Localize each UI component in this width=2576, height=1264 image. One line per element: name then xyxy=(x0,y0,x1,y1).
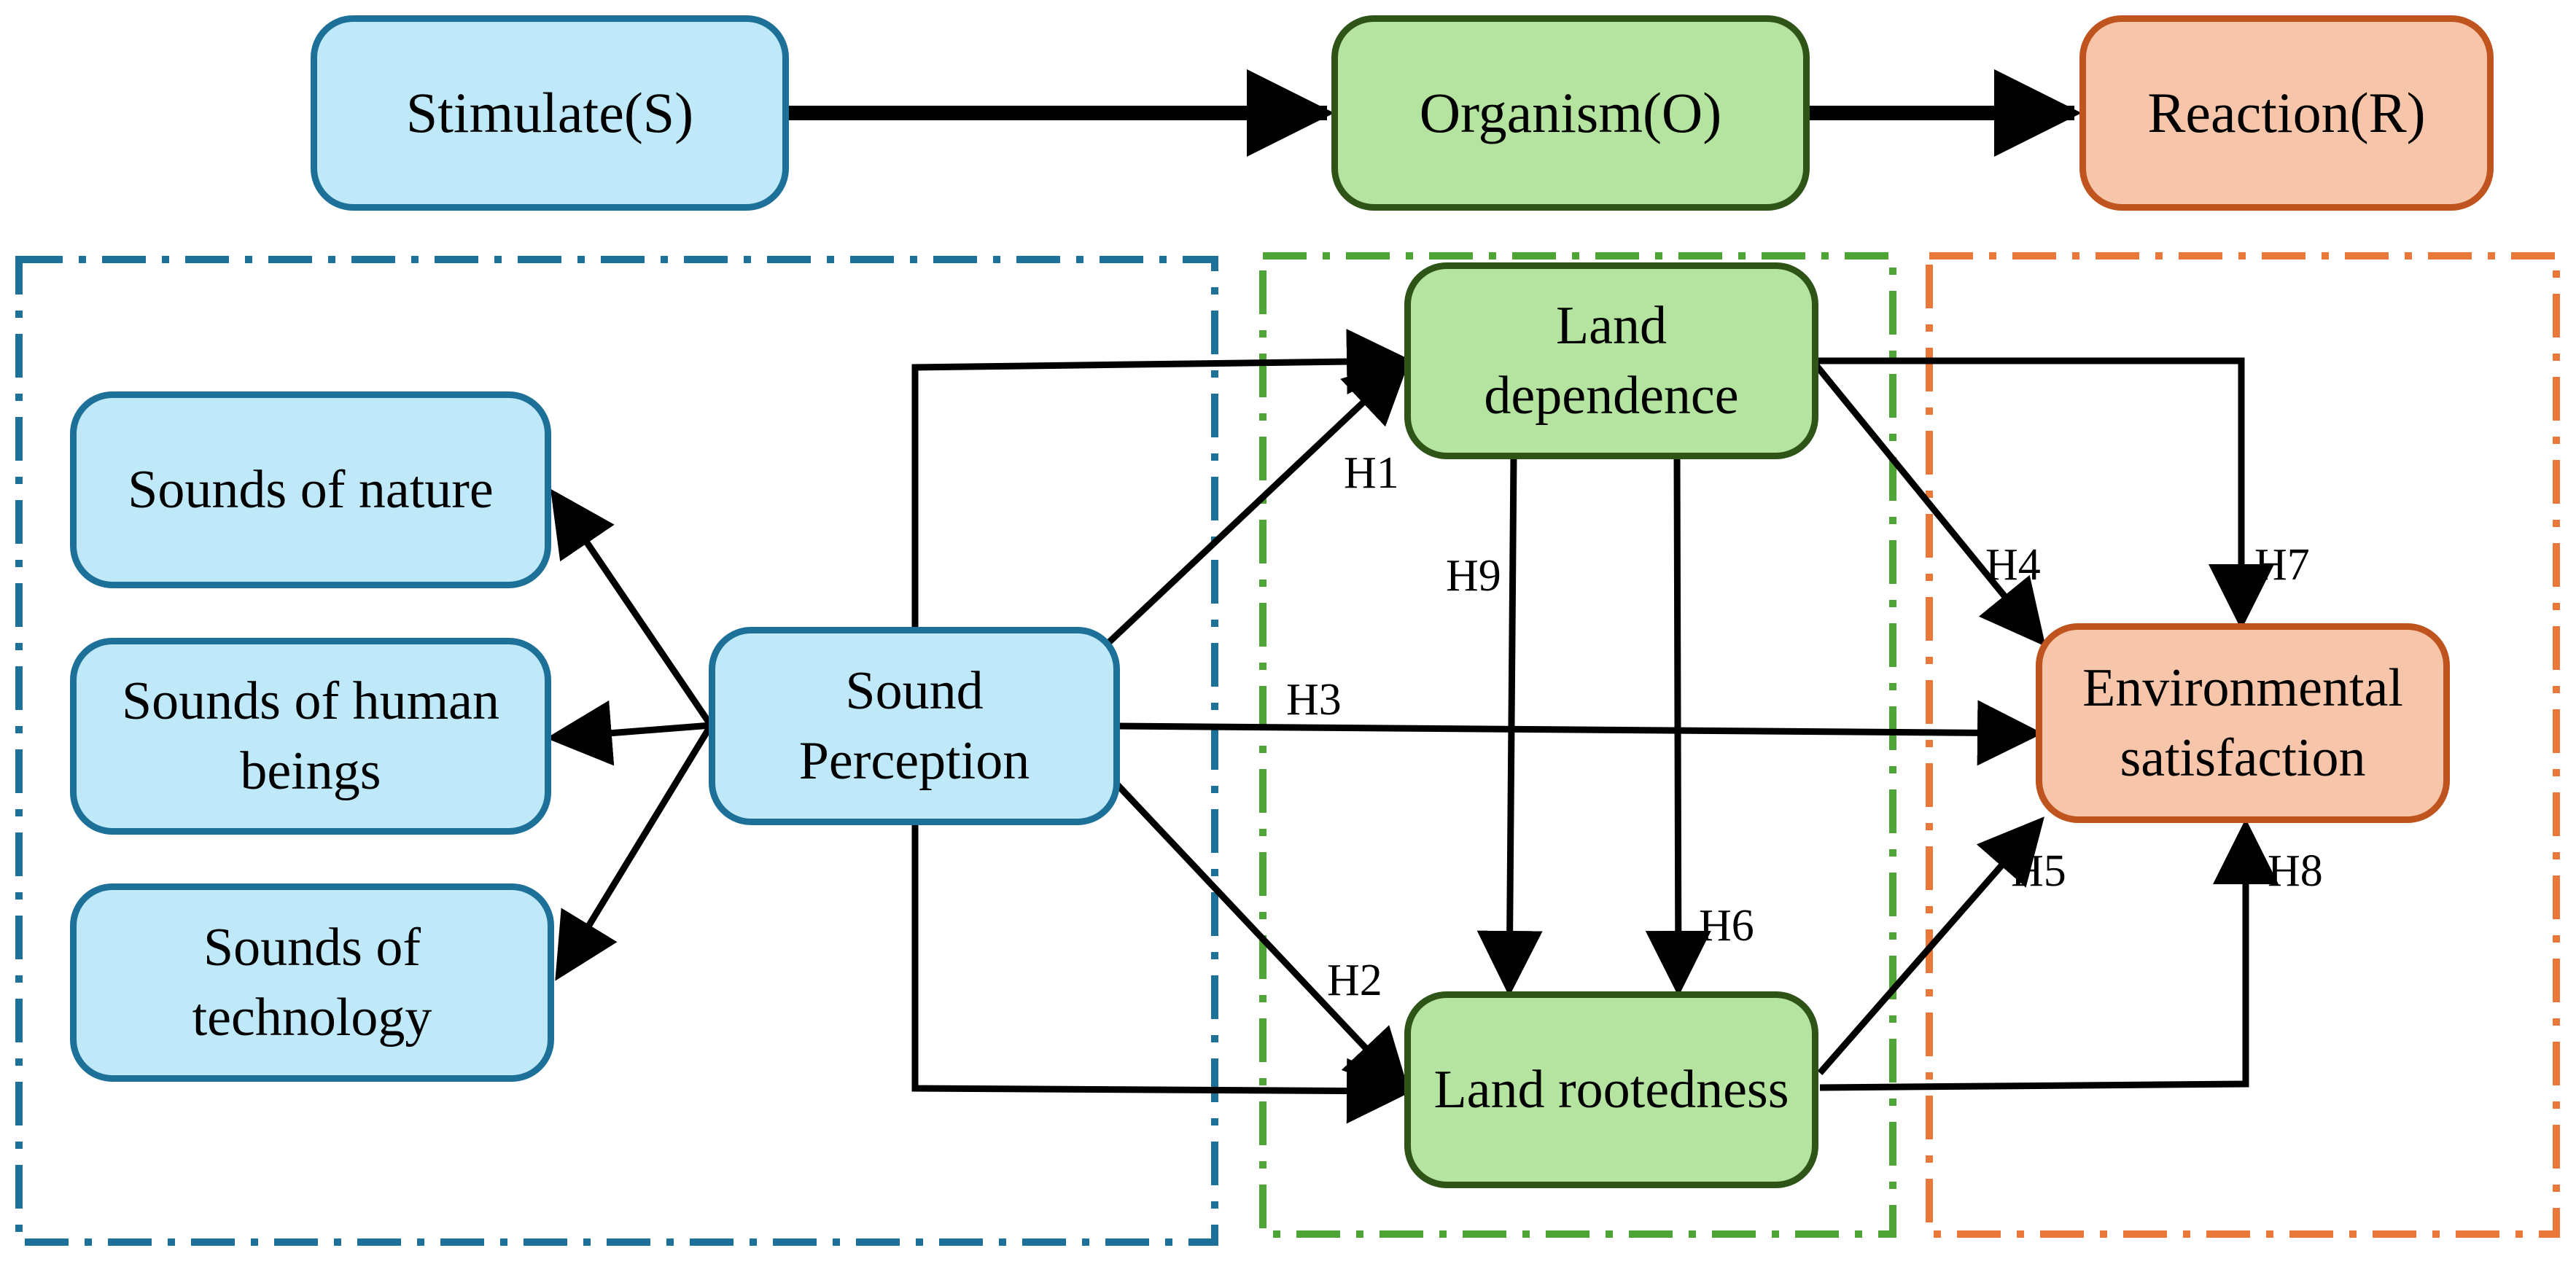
hypothesis-label-h7: H7 xyxy=(2254,540,2310,590)
sounds-of-human-label-1: Sounds of human xyxy=(122,671,499,731)
organism-region xyxy=(1259,252,1896,1238)
hypothesis-label-h9: H9 xyxy=(1446,551,1501,601)
land-rootedness-box: Land rootedness xyxy=(1404,991,1818,1188)
stimulate-box: Stimulate(S) xyxy=(311,15,789,211)
arrow-h9 xyxy=(1476,455,1543,996)
land-dependence-label-2: dependence xyxy=(1484,366,1739,426)
arrow-h1 xyxy=(1105,357,1411,646)
stimulate-label: Stimulate(S) xyxy=(405,81,694,144)
path-perception-rootedness-lower xyxy=(911,821,1412,1124)
land-dependence-label-1: Land xyxy=(1555,296,1668,356)
sounds-of-human-beings-box: Sounds of human beings xyxy=(70,638,551,835)
stimulus-region xyxy=(15,256,1218,1246)
sounds-of-nature-label: Sounds of nature xyxy=(128,460,494,520)
arrow-to-human xyxy=(546,700,712,766)
sounds-of-technology-label-1: Sounds of xyxy=(203,918,421,978)
reaction-box: Reaction(R) xyxy=(2079,15,2494,211)
arrow-h7 xyxy=(1816,357,2274,630)
hypothesis-label-h4: H4 xyxy=(1985,540,2041,590)
land-rootedness-label: Land rootedness xyxy=(1433,1060,1789,1120)
sounds-of-human-label-2: beings xyxy=(240,741,381,801)
path-perception-dependence-upper xyxy=(911,329,1412,631)
environmental-satisfaction-label-1: Environmental xyxy=(2082,658,2403,718)
arrow-to-technology xyxy=(555,723,714,981)
organism-box: Organism(O) xyxy=(1331,15,1810,211)
hypothesis-label-h8: H8 xyxy=(2268,846,2323,896)
sounds-of-nature-box: Sounds of nature xyxy=(70,391,551,588)
environmental-satisfaction-box: Environmental satisfaction xyxy=(2036,623,2450,823)
sounds-of-technology-box: Sounds of technology xyxy=(70,883,554,1082)
hypothesis-label-h1: H1 xyxy=(1344,448,1399,498)
environmental-satisfaction-label-2: satisfaction xyxy=(2120,728,2366,788)
organism-label: Organism(O) xyxy=(1419,81,1722,144)
arrow-h3 xyxy=(1116,700,2043,766)
arrow-h5 xyxy=(1817,816,2044,1075)
sounds-of-technology-label-2: technology xyxy=(192,988,432,1048)
sound-perception-label-1: Sound xyxy=(845,661,984,721)
reaction-region xyxy=(1926,252,2560,1238)
arrow-h8 xyxy=(1819,819,2279,1091)
arrow-h6 xyxy=(1645,455,1711,996)
hypothesis-label-h5: H5 xyxy=(2011,846,2066,896)
hypothesis-label-h6: H6 xyxy=(1699,901,1754,951)
sound-perception-label-2: Perception xyxy=(798,731,1030,791)
arrow-to-nature xyxy=(550,488,714,727)
reaction-label: Reaction(R) xyxy=(2147,81,2426,144)
hypothesis-label-h3: H3 xyxy=(1286,675,1342,725)
hypothesis-label-h2: H2 xyxy=(1327,956,1382,1005)
arrow-h2 xyxy=(1115,782,1411,1096)
arrow-h4 xyxy=(1813,362,2046,647)
land-dependence-box: Land dependence xyxy=(1404,262,1818,459)
sound-perception-box: Sound Perception xyxy=(709,627,1120,825)
